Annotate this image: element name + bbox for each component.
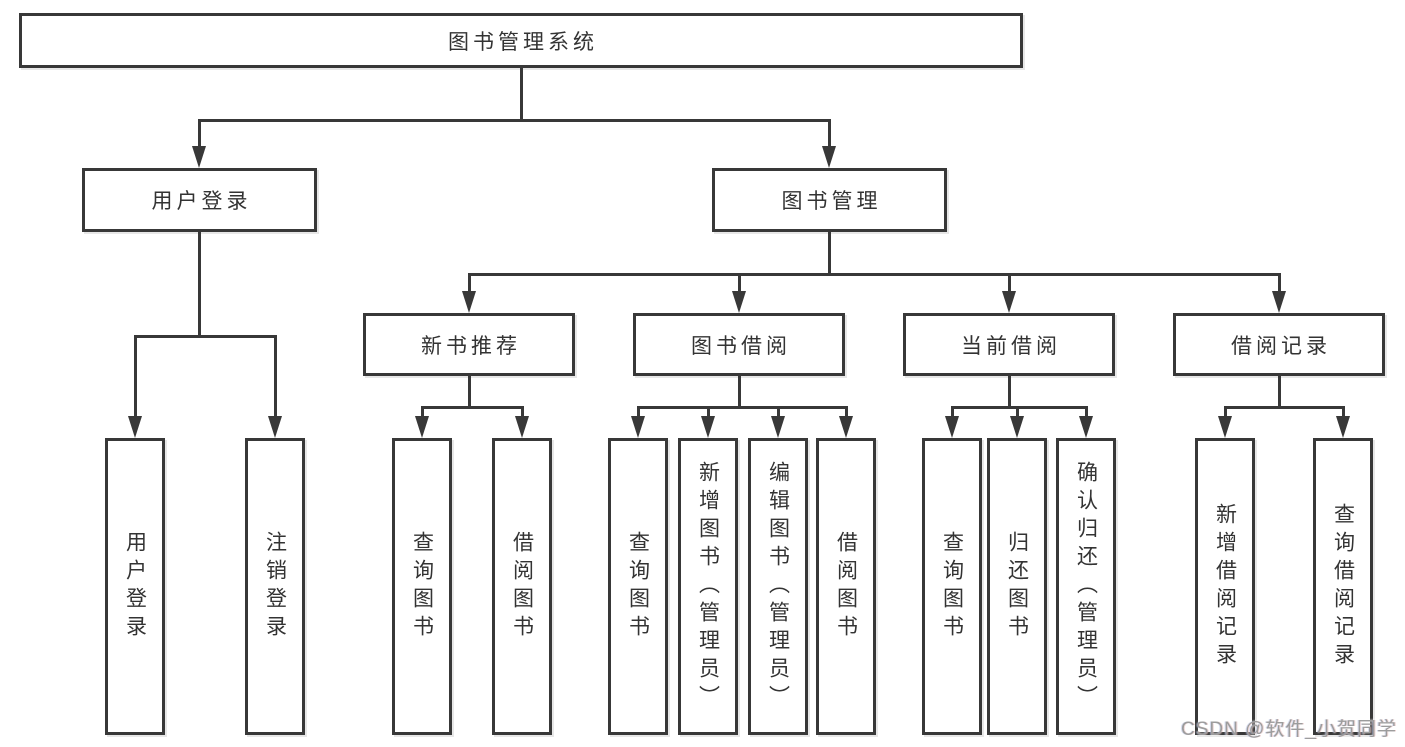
arrow-down-icon — [945, 416, 959, 438]
connector-line — [198, 119, 831, 122]
connector-line — [828, 232, 831, 276]
arrow-down-icon — [415, 416, 429, 438]
connector-line — [198, 119, 201, 148]
connector-line — [274, 335, 277, 418]
connector-line — [738, 376, 741, 409]
connector-line — [198, 232, 201, 338]
node-book-borrow-label: 图书借阅 — [691, 334, 791, 358]
connector-line — [738, 273, 741, 293]
leaf-cb-return-book: 归还图书 — [987, 438, 1047, 735]
node-root: 图书管理系统 — [19, 13, 1023, 68]
arrow-down-icon — [1010, 416, 1024, 438]
connector-line — [1008, 273, 1011, 293]
leaf-cb-confirm-return-admin: 确认归还（管理员） — [1056, 438, 1116, 735]
arrow-down-icon — [268, 416, 282, 438]
node-current-borrow: 当前借阅 — [903, 313, 1115, 376]
arrow-down-icon — [631, 416, 645, 438]
node-book-borrow: 图书借阅 — [633, 313, 845, 376]
leaf-cb-query-book-label: 查询图书 — [940, 530, 964, 643]
arrow-down-icon — [771, 416, 785, 438]
connector-line — [468, 273, 1281, 276]
leaf-bb-borrow-book-label: 借阅图书 — [834, 530, 858, 643]
arrow-down-icon — [128, 416, 142, 438]
arrow-down-icon — [462, 291, 476, 313]
watermark: CSDN @软件_小贺同学 — [1181, 719, 1397, 740]
connector-line — [421, 406, 424, 418]
connector-line — [1008, 376, 1011, 409]
connector-line — [521, 406, 524, 418]
connector-line — [1085, 406, 1088, 418]
leaf-bb-query-book-label: 查询图书 — [626, 530, 650, 643]
node-new-book-recommend: 新书推荐 — [363, 313, 575, 376]
node-book-management-label: 图书管理 — [781, 190, 882, 213]
connector-line — [637, 406, 640, 418]
leaf-cb-return-book-label: 归还图书 — [1005, 530, 1029, 643]
leaf-logout-label: 注销登录 — [263, 530, 287, 643]
node-current-borrow-label: 当前借阅 — [961, 334, 1061, 358]
arrow-down-icon — [839, 416, 853, 438]
connector-line — [951, 406, 954, 418]
connector-line — [1016, 406, 1019, 418]
leaf-nb-query-book: 查询图书 — [392, 438, 452, 735]
leaf-user-login-label: 用户登录 — [123, 530, 147, 643]
arrow-down-icon — [192, 146, 206, 168]
connector-line — [134, 335, 277, 338]
node-borrow-record: 借阅记录 — [1173, 313, 1385, 376]
connector-line — [520, 68, 523, 122]
leaf-bb-add-book-admin-label: 新增图书（管理员） — [696, 460, 720, 713]
connector-line — [951, 406, 1088, 409]
connector-line — [1278, 273, 1281, 293]
leaf-br-add-record: 新增借阅记录 — [1195, 438, 1255, 735]
leaf-nb-query-book-label: 查询图书 — [410, 530, 434, 643]
leaf-cb-query-book: 查询图书 — [922, 438, 982, 735]
leaf-br-query-record-label: 查询借阅记录 — [1331, 502, 1355, 671]
leaf-bb-borrow-book: 借阅图书 — [816, 438, 876, 735]
connector-line — [1342, 406, 1345, 418]
connector-line — [134, 335, 137, 418]
connector-line — [707, 406, 710, 418]
connector-line — [1224, 406, 1227, 418]
connector-line — [1224, 406, 1345, 409]
leaf-nb-borrow-book-label: 借阅图书 — [510, 530, 534, 643]
leaf-bb-edit-book-admin-label: 编辑图书（管理员） — [766, 460, 790, 713]
connector-line — [828, 119, 831, 148]
leaf-bb-add-book-admin: 新增图书（管理员） — [678, 438, 738, 735]
arrow-down-icon — [701, 416, 715, 438]
arrow-down-icon — [515, 416, 529, 438]
arrow-down-icon — [1272, 291, 1286, 313]
leaf-br-query-record: 查询借阅记录 — [1313, 438, 1373, 735]
connector-line — [468, 376, 471, 409]
connector-line — [777, 406, 780, 418]
connector-line — [637, 406, 848, 409]
node-user-login-label: 用户登录 — [151, 190, 252, 213]
node-root-label: 图书管理系统 — [448, 30, 598, 54]
arrow-down-icon — [822, 146, 836, 168]
connector-line — [1278, 376, 1281, 409]
arrow-down-icon — [1079, 416, 1093, 438]
arrow-down-icon — [1002, 291, 1016, 313]
arrow-down-icon — [1218, 416, 1232, 438]
leaf-nb-borrow-book: 借阅图书 — [492, 438, 552, 735]
arrow-down-icon — [1336, 416, 1350, 438]
connector-line — [421, 406, 524, 409]
node-book-management: 图书管理 — [712, 168, 947, 232]
connector-line — [845, 406, 848, 418]
leaf-bb-query-book: 查询图书 — [608, 438, 668, 735]
leaf-logout: 注销登录 — [245, 438, 305, 735]
connector-line — [468, 273, 471, 293]
leaf-cb-confirm-return-admin-label: 确认归还（管理员） — [1074, 460, 1098, 713]
leaf-bb-edit-book-admin: 编辑图书（管理员） — [748, 438, 808, 735]
leaf-user-login: 用户登录 — [105, 438, 165, 735]
node-user-login: 用户登录 — [82, 168, 317, 232]
node-new-book-recommend-label: 新书推荐 — [421, 334, 521, 358]
node-borrow-record-label: 借阅记录 — [1231, 334, 1331, 358]
leaf-br-add-record-label: 新增借阅记录 — [1213, 502, 1237, 671]
arrow-down-icon — [732, 291, 746, 313]
